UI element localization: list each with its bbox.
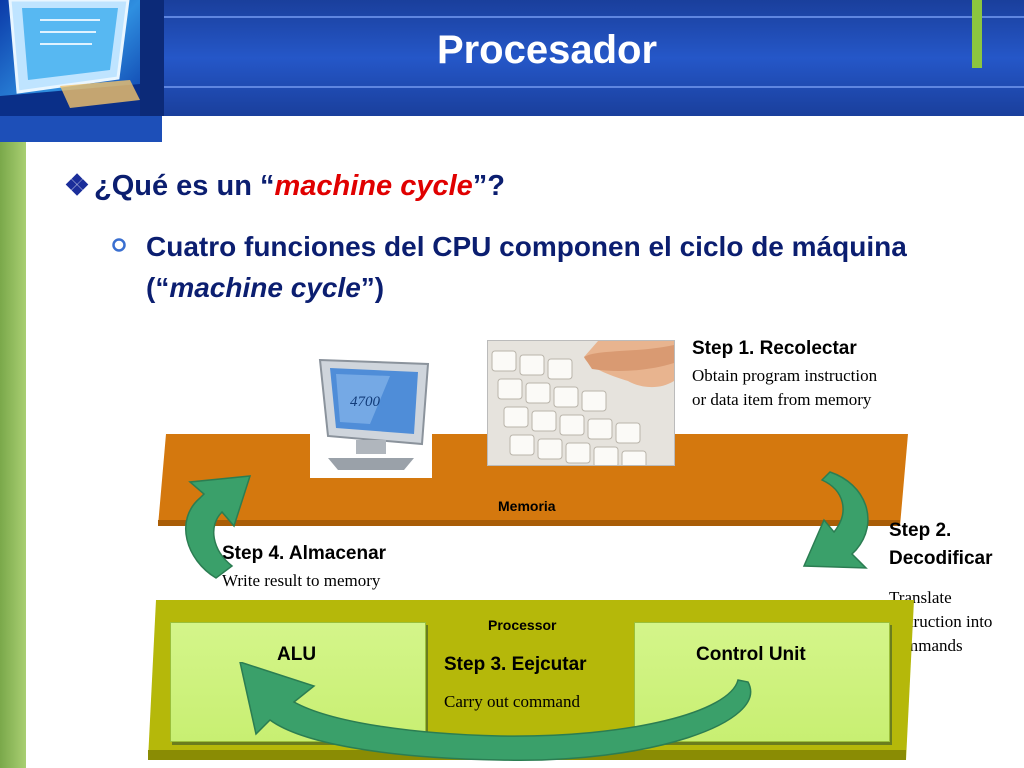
bullet-level1: ❖¿Qué es un “machine cycle”? — [64, 168, 505, 203]
processor-label: Processor — [488, 617, 557, 633]
step4-desc: Write result to memory — [222, 571, 381, 590]
step2-title-line2: Decodificar — [889, 548, 993, 569]
bullet-level2: Cuatro funciones del CPU componen el cic… — [146, 226, 966, 308]
bullet-text: ”) — [360, 272, 385, 303]
step3-desc: Carry out command — [444, 692, 580, 711]
step2-desc-line2: instruction into — [889, 612, 993, 631]
step2-title-line1: Step 2. — [889, 520, 952, 541]
step4-title: Step 4. Almacenar — [222, 543, 387, 564]
circle-bullet-icon — [112, 238, 126, 252]
bullet-emphasis: machine cycle — [169, 272, 361, 303]
control-unit-label: Control Unit — [696, 644, 806, 665]
monitor-icon: 4700 — [310, 354, 432, 478]
step1-title: Step 1. Recolectar — [692, 338, 857, 359]
step1-desc-line2: or data item from memory — [692, 390, 872, 409]
left-accent-bar — [0, 142, 26, 768]
step1-desc-line1: Obtain program instruction — [692, 366, 878, 385]
alu-label: ALU — [277, 644, 317, 665]
keyboard-photo-icon — [487, 340, 675, 466]
header-line — [162, 86, 1024, 88]
bullet-text: ¿Qué es un “ — [94, 170, 275, 202]
bullet-text: Cuatro funciones del CPU componen el cic… — [146, 231, 907, 303]
diamond-bullet-icon: ❖ — [64, 170, 90, 202]
cycle-arrow-icon — [185, 475, 252, 579]
cycle-arrow-icon — [802, 471, 869, 569]
bullet-text: ”? — [472, 170, 505, 202]
corner-block — [0, 116, 162, 142]
memory-label: Memoria — [498, 498, 556, 514]
header-line — [162, 16, 1024, 18]
computer-logo-icon — [0, 0, 140, 116]
bullet-emphasis: machine cycle — [274, 170, 473, 202]
header-bar — [162, 0, 1024, 116]
top-accent-bar — [972, 0, 982, 68]
svg-text:4700: 4700 — [350, 394, 381, 410]
step3-title: Step 3. Eejcutar — [444, 654, 587, 675]
header-divider — [140, 0, 164, 116]
page-title: Procesador — [436, 28, 658, 72]
cycle-arrow-icon — [239, 662, 752, 761]
